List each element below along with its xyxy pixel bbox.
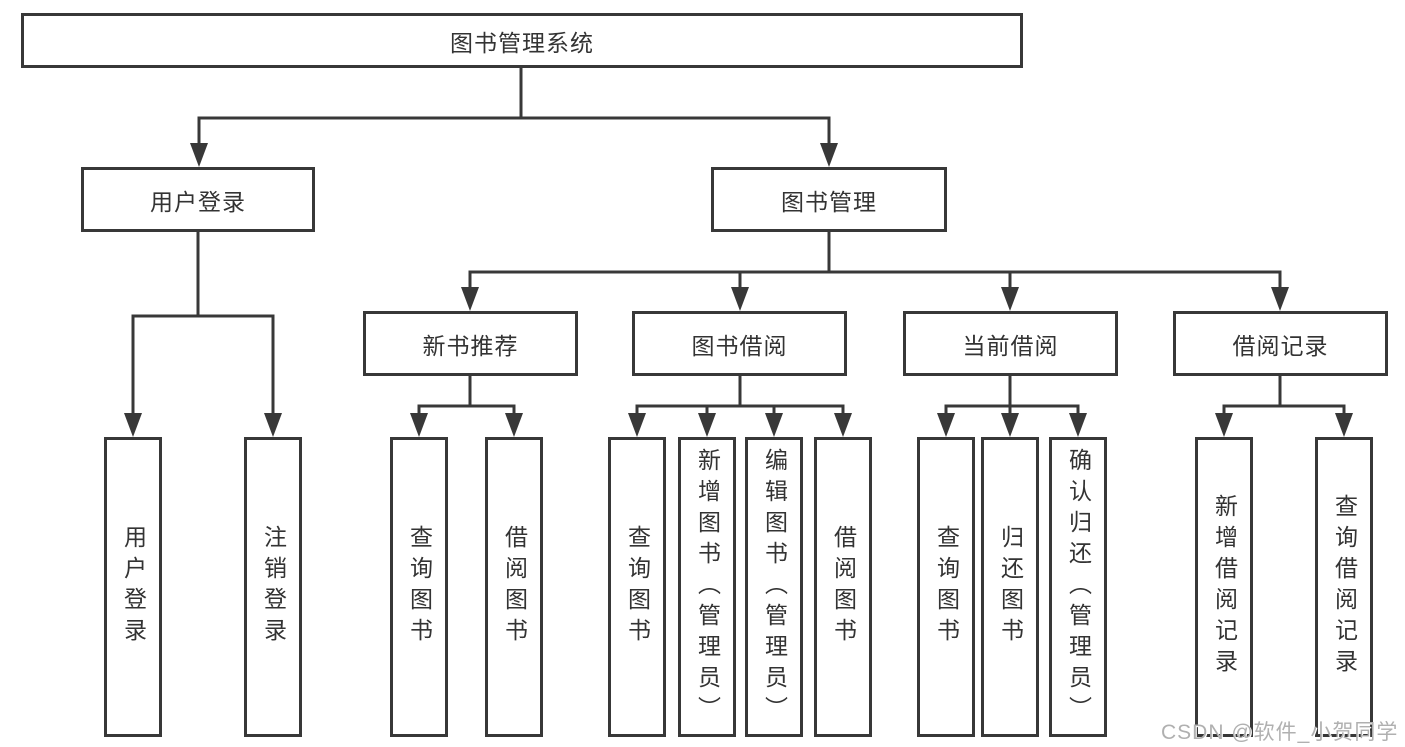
arrowhead-down-icon (698, 413, 716, 437)
node-user-login-module: 用户登录 (81, 167, 315, 232)
node-label: 借阅记录 (1232, 332, 1329, 359)
arrowhead-down-icon (820, 143, 838, 167)
arrowhead-down-icon (190, 143, 208, 167)
node-add-borrow-record: 新增借阅记录 (1195, 437, 1253, 737)
arrowhead-down-icon (505, 413, 523, 437)
node-label: 新增借阅记录 (1211, 494, 1238, 680)
arrowhead-down-icon (731, 287, 749, 311)
node-label: 注销登录 (260, 525, 287, 649)
node-label: 用户登录 (120, 525, 147, 649)
node-query-borrow-record: 查询借阅记录 (1315, 437, 1373, 737)
node-label: 编辑图书（管理员） (761, 447, 788, 727)
arrowhead-down-icon (264, 413, 282, 437)
node-label: 借阅图书 (501, 525, 528, 649)
node-query-books-borrowing: 查询图书 (608, 437, 666, 737)
watermark: CSDN @软件_小贺同学 (1161, 721, 1399, 744)
node-label: 查询图书 (406, 525, 433, 649)
node-add-book-admin: 新增图书（管理员） (678, 437, 736, 737)
node-label: 新书推荐 (422, 332, 519, 359)
arrowhead-down-icon (410, 413, 428, 437)
node-current-borrowing: 当前借阅 (903, 311, 1118, 376)
arrowhead-down-icon (1001, 287, 1019, 311)
node-label: 用户登录 (150, 188, 246, 215)
arrowhead-down-icon (461, 287, 479, 311)
node-label: 归还图书 (997, 525, 1024, 649)
node-query-books-current: 查询图书 (917, 437, 975, 737)
node-edit-book-admin: 编辑图书（管理员） (745, 437, 803, 737)
arrowhead-down-icon (1271, 287, 1289, 311)
node-label: 查询图书 (933, 525, 960, 649)
node-label: 新增图书（管理员） (694, 447, 721, 727)
node-return-book: 归还图书 (981, 437, 1039, 737)
node-book-borrowing: 图书借阅 (632, 311, 847, 376)
arrowhead-down-icon (834, 413, 852, 437)
node-new-book-recommendation: 新书推荐 (363, 311, 578, 376)
arrowhead-down-icon (1335, 413, 1353, 437)
node-book-management-module: 图书管理 (711, 167, 947, 232)
node-confirm-return-admin: 确认归还（管理员） (1049, 437, 1107, 737)
node-root: 图书管理系统 (21, 13, 1023, 68)
arrowhead-down-icon (937, 413, 955, 437)
node-root-label: 图书管理系统 (450, 29, 594, 56)
arrowhead-down-icon (1001, 413, 1019, 437)
arrowhead-down-icon (1215, 413, 1233, 437)
arrowhead-down-icon (765, 413, 783, 437)
node-query-books-recommend: 查询图书 (390, 437, 448, 737)
arrowhead-down-icon (1069, 413, 1087, 437)
node-label: 当前借阅 (962, 332, 1059, 359)
node-label: 图书管理 (781, 188, 877, 215)
node-borrow-books-recommend: 借阅图书 (485, 437, 543, 737)
node-user-login: 用户登录 (104, 437, 162, 737)
node-label: 借阅图书 (830, 525, 857, 649)
node-label: 查询借阅记录 (1331, 494, 1358, 680)
arrowhead-down-icon (628, 413, 646, 437)
node-label: 查询图书 (624, 525, 651, 649)
arrowhead-down-icon (124, 413, 142, 437)
node-label: 确认归还（管理员） (1065, 447, 1092, 727)
node-label: 图书借阅 (691, 332, 788, 359)
node-logout: 注销登录 (244, 437, 302, 737)
node-borrow-books-borrowing: 借阅图书 (814, 437, 872, 737)
node-borrowing-records: 借阅记录 (1173, 311, 1388, 376)
